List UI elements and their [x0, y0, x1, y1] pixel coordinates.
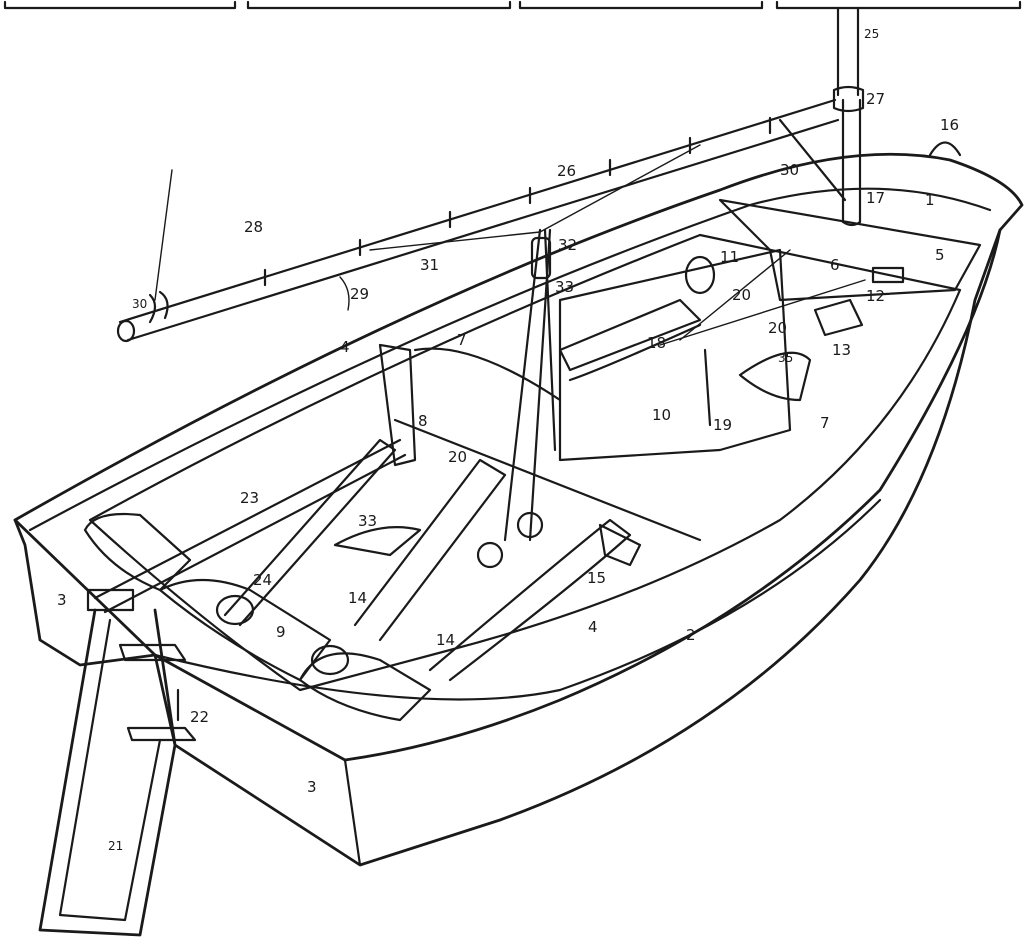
label-7-right: 7	[820, 414, 830, 432]
label-23: 23	[240, 489, 259, 507]
label-3-stern-left: 3	[57, 591, 67, 609]
header-boxes	[3, 0, 1022, 10]
label-4-gunwale: 4	[340, 338, 350, 356]
label-8: 8	[418, 412, 428, 430]
part-labels: 1 2 3 3 4 4 5 6 7 7 8 9 10 11 12 13 14 1…	[57, 27, 959, 853]
buoyancy-tanks	[83, 512, 432, 722]
label-26: 26	[557, 162, 576, 180]
label-31: 31	[420, 256, 439, 274]
label-11: 11	[720, 248, 739, 266]
label-6: 6	[830, 256, 840, 274]
label-14-right: 14	[436, 631, 455, 649]
label-19: 19	[713, 416, 732, 434]
label-29: 29	[350, 285, 369, 303]
label-17: 17	[866, 189, 885, 207]
label-15: 15	[587, 569, 606, 587]
label-18: 18	[647, 334, 666, 352]
label-1: 1	[925, 191, 935, 209]
label-4-side: 4	[588, 618, 598, 636]
hull	[13, 152, 1024, 867]
mast	[832, 6, 865, 227]
label-13: 13	[832, 341, 851, 359]
label-20-upper: 20	[732, 286, 751, 304]
label-33-floor: 33	[358, 512, 377, 530]
label-2: 2	[686, 626, 696, 644]
label-30-mast: 30	[780, 161, 799, 179]
rudder	[38, 608, 197, 937]
label-12: 12	[866, 287, 885, 305]
label-32: 32	[558, 236, 577, 254]
label-25: 25	[864, 27, 879, 41]
thwart	[223, 438, 632, 682]
label-21: 21	[108, 839, 123, 853]
label-20-lower: 20	[448, 448, 467, 466]
label-14-left: 14	[348, 589, 367, 607]
label-33-mainsheet: 33	[555, 278, 574, 296]
label-30-boom-end: 30	[132, 297, 147, 311]
label-27: 27	[866, 90, 885, 108]
label-5: 5	[935, 246, 945, 264]
cockpit	[88, 198, 982, 692]
label-7-left: 7	[457, 331, 467, 349]
label-20-middle: 20	[768, 319, 787, 337]
label-9: 9	[276, 623, 286, 641]
label-35: 35	[778, 351, 793, 365]
label-3-stern: 3	[307, 778, 317, 796]
label-24: 24	[253, 571, 272, 589]
label-16: 16	[940, 116, 959, 134]
label-22: 22	[190, 708, 209, 726]
boom	[116, 98, 840, 343]
tiller	[86, 438, 407, 614]
label-10: 10	[652, 406, 671, 424]
fittings	[333, 141, 962, 569]
mainsheet	[369, 118, 847, 542]
label-28: 28	[244, 218, 263, 236]
